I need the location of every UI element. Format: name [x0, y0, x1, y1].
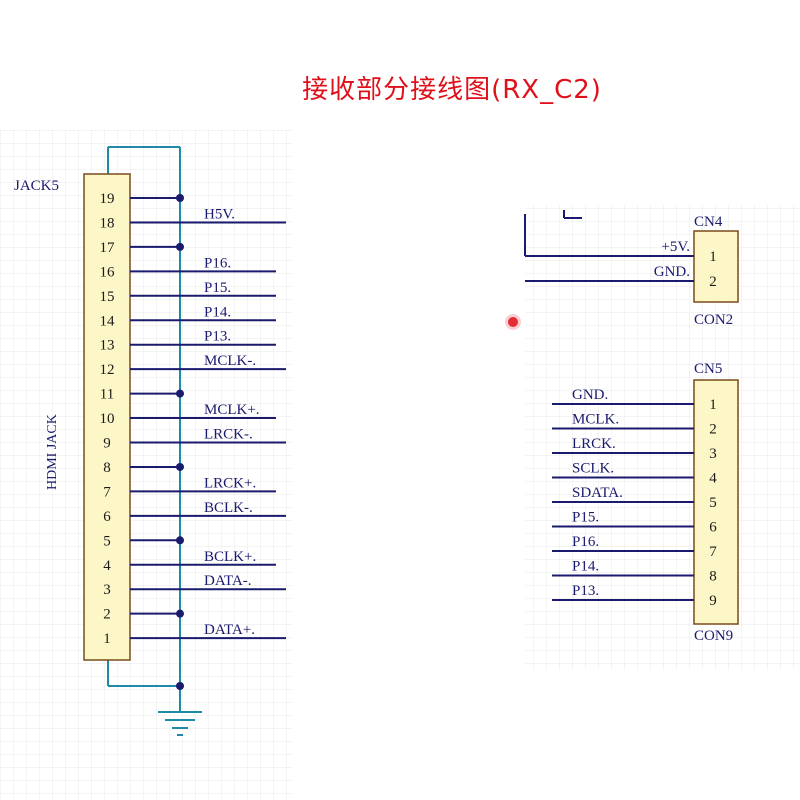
- jack-net-label-18: H5V.: [204, 206, 235, 222]
- cn4-name: CON2: [694, 312, 733, 328]
- ground-junction-bottom: [176, 682, 184, 690]
- jack-body: [83, 173, 131, 661]
- cn5-label-9: P13.: [572, 583, 599, 599]
- left-grid-area: [0, 130, 292, 800]
- jack-net-label-10: MCLK+.: [204, 402, 260, 418]
- jack-pin-number-19: 19: [100, 191, 115, 207]
- jack-pins: 1918H5V.1716P16.15P15.14P14.13P13.12MCLK…: [100, 191, 286, 647]
- cn4-label-2: GND.: [654, 264, 690, 280]
- jack-pin-number-18: 18: [100, 215, 115, 231]
- jack-pin-number-12: 12: [100, 362, 115, 378]
- cn5-pin-number-3: 3: [709, 446, 717, 462]
- right-grid-area: [525, 205, 800, 670]
- jack-net-label-15: P15.: [204, 280, 231, 296]
- cn5-pin-number-9: 9: [709, 593, 717, 609]
- cn5-pin-number-2: 2: [709, 422, 717, 438]
- cn4-pin-number-2: 2: [709, 274, 717, 290]
- jack-pin-number-7: 7: [103, 484, 111, 500]
- jack-net-label-12: MCLK-.: [204, 353, 256, 369]
- jack-net-label-1: DATA+.: [204, 622, 255, 638]
- jack-pin-number-13: 13: [100, 338, 115, 354]
- jack-pin-number-9: 9: [103, 436, 111, 452]
- cn5-ref: CN5: [694, 361, 722, 377]
- cn4-body: [693, 230, 739, 303]
- cn5-pin-number-6: 6: [709, 520, 717, 536]
- ground-junction-11: [176, 389, 184, 398]
- cn5-label-5: SDATA.: [572, 485, 623, 501]
- jack-ref: JACK5: [14, 178, 59, 194]
- jack-net-label-6: BCLK-.: [204, 500, 253, 516]
- cn5-label-2: MCLK.: [572, 412, 619, 428]
- jack-net-label-3: DATA-.: [204, 573, 252, 589]
- cn5-pin-number-7: 7: [709, 544, 717, 560]
- jack-pin-number-1: 1: [103, 631, 111, 647]
- jack-pin-number-10: 10: [100, 411, 115, 427]
- jack-net-label-7: LRCK+.: [204, 475, 256, 491]
- jack-pin-number-16: 16: [100, 264, 116, 280]
- jack-pin-number-4: 4: [103, 558, 111, 574]
- jack-pin-number-3: 3: [103, 582, 111, 598]
- cn5-pin-number-1: 1: [709, 397, 717, 413]
- cn5-label-7: P16.: [572, 534, 599, 550]
- jack-pin-number-6: 6: [103, 509, 111, 525]
- cn5-pin-number-4: 4: [709, 471, 717, 487]
- diagram-title: 接收部分接线图(RX_C2): [302, 75, 602, 105]
- cn4-label-1: +5V.: [661, 239, 690, 255]
- cn5-pin-number-8: 8: [709, 569, 717, 585]
- cn5-body: [693, 379, 739, 625]
- ground-junction-5: [176, 536, 184, 545]
- jack-pin-number-11: 11: [100, 387, 114, 403]
- cn5-label-6: P15.: [572, 510, 599, 526]
- ground-junction-19: [176, 194, 184, 202]
- jack-pin-number-5: 5: [103, 533, 111, 549]
- cn4-ref: CN4: [694, 214, 723, 230]
- ground-symbol: [158, 711, 202, 736]
- cn5-label-1: GND.: [572, 387, 608, 403]
- jack-name: HDMI JACK: [45, 414, 60, 490]
- ground-junction-2: [176, 609, 184, 618]
- jack-net-label-14: P14.: [204, 304, 231, 320]
- ground-junction-17: [176, 242, 184, 251]
- ground-junction-8: [176, 462, 184, 471]
- hdmi-jack-component: JACK5 HDMI JACK 1918H5V.1716P16.15P15.14…: [14, 146, 286, 736]
- jack-net-label-4: BCLK+.: [204, 549, 256, 565]
- red-marker-dot: [508, 317, 518, 327]
- jack-net-label-13: P13.: [204, 329, 231, 345]
- cn5-label-4: SCLK.: [572, 461, 614, 477]
- cn5-label-3: LRCK.: [572, 436, 616, 452]
- jack-pin-number-8: 8: [103, 460, 111, 476]
- cn5-pin-number-5: 5: [709, 495, 717, 511]
- cn5-label-8: P14.: [572, 559, 599, 575]
- jack-net-label-9: LRCK-.: [204, 427, 253, 443]
- cn5-name: CON9: [694, 628, 733, 644]
- red-marker-glow: [505, 314, 521, 330]
- jack-pin-number-2: 2: [103, 607, 111, 623]
- cn4-pin-number-1: 1: [709, 249, 717, 265]
- jack-pin-number-14: 14: [100, 313, 116, 329]
- jack-net-label-16: P16.: [204, 255, 231, 271]
- jack-pin-number-15: 15: [100, 289, 115, 305]
- jack-pin-number-17: 17: [100, 240, 116, 256]
